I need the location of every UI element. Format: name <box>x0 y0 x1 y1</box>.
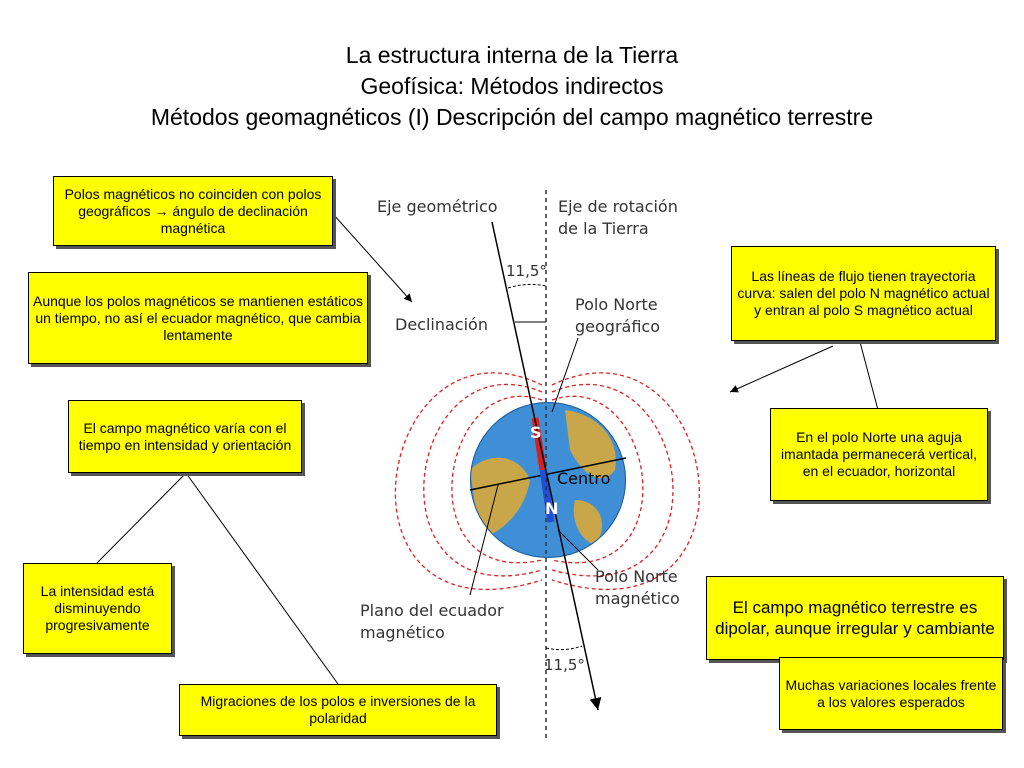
leader-polo-norte-mag <box>557 529 599 571</box>
slide-title: La estructura interna de la Tierra Geofí… <box>0 40 1024 133</box>
arrow-polos-to-declinacion <box>332 213 413 303</box>
label-eje-rotacion-2: de la Tierra <box>558 219 649 238</box>
box-migraciones: Migraciones de los polos e inversiones d… <box>179 684 497 736</box>
label-polo-norte-geo-2: geográfico <box>575 317 660 336</box>
arrow-lineas-to-field <box>729 345 834 393</box>
angle-arc-top <box>507 283 547 289</box>
earth-globe <box>469 402 627 558</box>
geometric-axis <box>491 221 602 711</box>
box-intensidad: La intensidad está disminuyendo progresi… <box>23 563 172 654</box>
line-varia-to-migraciones <box>185 472 339 685</box>
label-angle-top: 11,5° <box>506 262 547 280</box>
leader-polo-norte-geo <box>551 337 579 413</box>
box-polos-magneticos: Polos magnéticos no coinciden con polos … <box>53 176 333 246</box>
box-aguja-imantada: En el polo Norte una aguja imantada perm… <box>770 408 988 501</box>
label-eje-geometrico: Eje geométrico <box>377 197 498 216</box>
title-line-1: La estructura interna de la Tierra <box>345 42 679 68</box>
label-polo-norte-geo-1: Polo Norte <box>575 295 658 314</box>
label-eje-rotacion-1: Eje de rotación <box>558 197 678 216</box>
line-lineas-to-aguja <box>859 341 879 411</box>
leader-plano-ecuador <box>469 484 499 596</box>
title-line-3: Métodos geomagnéticos (I) Descripción de… <box>150 104 874 130</box>
angle-arc-bottom <box>545 645 583 651</box>
box-ecuador-magnetico: Aunque los polos magnéticos se mantienen… <box>28 272 368 364</box>
box-variaciones-locales: Muchas variaciones locales frente a los … <box>779 657 1003 730</box>
label-angle-bottom: 11,5° <box>544 656 585 674</box>
label-n-pole: N <box>545 499 558 518</box>
label-centro: Centro <box>557 469 610 488</box>
box-campo-varia: El campo magnético varía con el tiempo e… <box>68 400 302 473</box>
label-polo-norte-mag-2: magnético <box>595 589 680 608</box>
box-dipolar: El campo magnético terrestre es dipolar,… <box>706 576 1004 660</box>
label-declinacion: Declinación <box>395 315 488 334</box>
label-plano-ecuador-2: magnético <box>360 623 445 642</box>
box-lineas-flujo: Las líneas de flujo tienen trayectoria c… <box>731 246 996 341</box>
title-line-2: Geofísica: Métodos indirectos <box>360 73 664 99</box>
label-s-pole: S <box>530 423 542 442</box>
label-plano-ecuador-1: Plano del ecuador <box>360 601 504 620</box>
label-polo-norte-mag-1: Polo Norte <box>595 567 678 586</box>
line-varia-to-intensidad <box>96 472 187 564</box>
